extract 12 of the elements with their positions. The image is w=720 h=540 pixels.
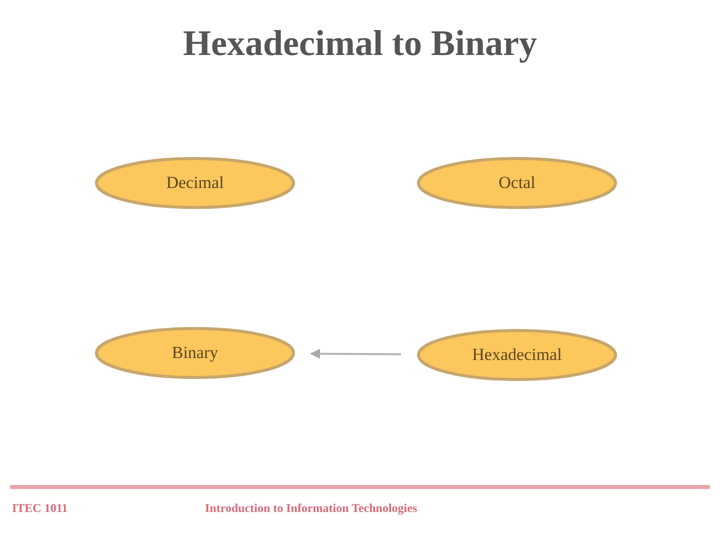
node-label: Decimal <box>166 173 224 193</box>
footer-text: Introduction to Information Technologies <box>205 501 418 516</box>
ellipse-node <box>417 329 617 381</box>
node-label: Octal <box>498 173 536 193</box>
arrow <box>310 348 402 359</box>
node-label: Binary <box>172 343 218 363</box>
ellipse-node <box>95 327 295 379</box>
ellipse-node <box>417 157 617 209</box>
slide-title: Hexadecimal to Binary <box>183 22 537 64</box>
node-label: Hexadecimal <box>472 345 562 365</box>
course-code: ITEC 1011 <box>12 501 68 516</box>
ellipse-node <box>95 157 295 209</box>
